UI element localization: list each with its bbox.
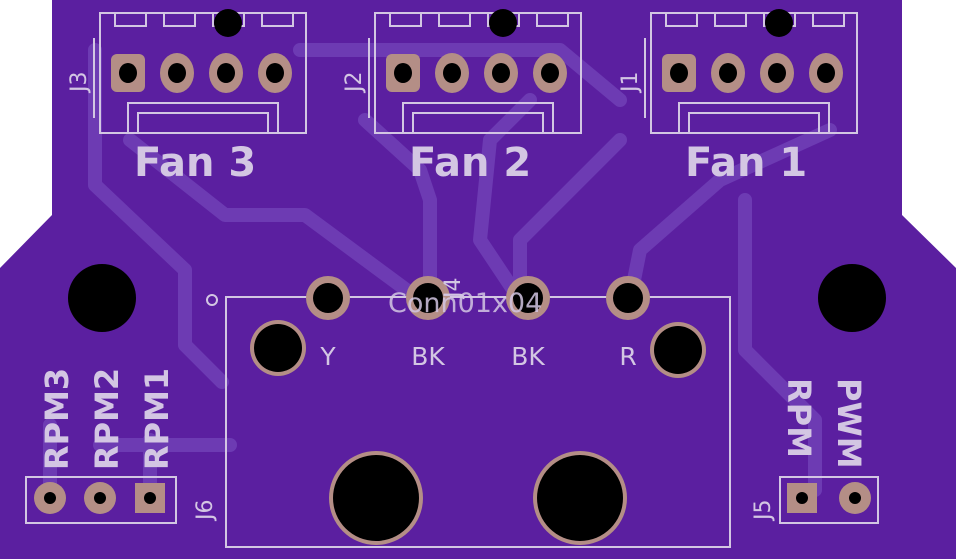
molex-ref-text: J4 (441, 278, 466, 301)
molex-pin-3: BK (506, 276, 550, 371)
pwm-header: RPM PWM J5 (751, 378, 879, 524)
mounting-holes (68, 264, 886, 545)
molex-pin-group: Y BK BK R (306, 276, 650, 371)
molex-pin-label: Y (319, 342, 336, 371)
fan-header-key-hole (489, 9, 517, 37)
fan-header-ref: J1 (618, 72, 643, 95)
molex-pin-4: R (606, 276, 650, 371)
molex-pin-2: BK (406, 276, 450, 371)
fan-header-key-hole (214, 9, 242, 37)
fan-header-ref: J2 (342, 72, 367, 95)
pwm-header-ref: J5 (751, 500, 776, 523)
rpm-label-1: RPM1 (138, 368, 176, 470)
pwm-header-pwm-label: PWM (830, 378, 868, 469)
molex-pin-label: BK (411, 342, 445, 371)
molex-pin-label: BK (511, 342, 545, 371)
molex-pin-1: Y (306, 276, 350, 371)
pwm-header-rpm-label: RPM (780, 378, 818, 458)
rpm-header: RPM3 RPM2 RPM1 J6 (25, 368, 218, 524)
molex-value-text: Conn01x04 (388, 288, 542, 319)
fan-header-key-hole (765, 9, 793, 37)
rpm-header-ref: J6 (193, 500, 218, 523)
molex-pin-label: R (619, 342, 636, 371)
rpm-label-2: RPM2 (88, 368, 126, 470)
mounting-hole-left (68, 264, 136, 332)
fan-header-label: Fan 1 (685, 140, 807, 186)
molex-connector (206, 294, 731, 548)
fan-header-label: Fan 2 (409, 140, 531, 186)
mounting-hole-right (818, 264, 886, 332)
fan-header-ref: J3 (67, 72, 92, 95)
rpm-label-3: RPM3 (38, 368, 76, 470)
fan-header-label: Fan 3 (134, 140, 256, 186)
